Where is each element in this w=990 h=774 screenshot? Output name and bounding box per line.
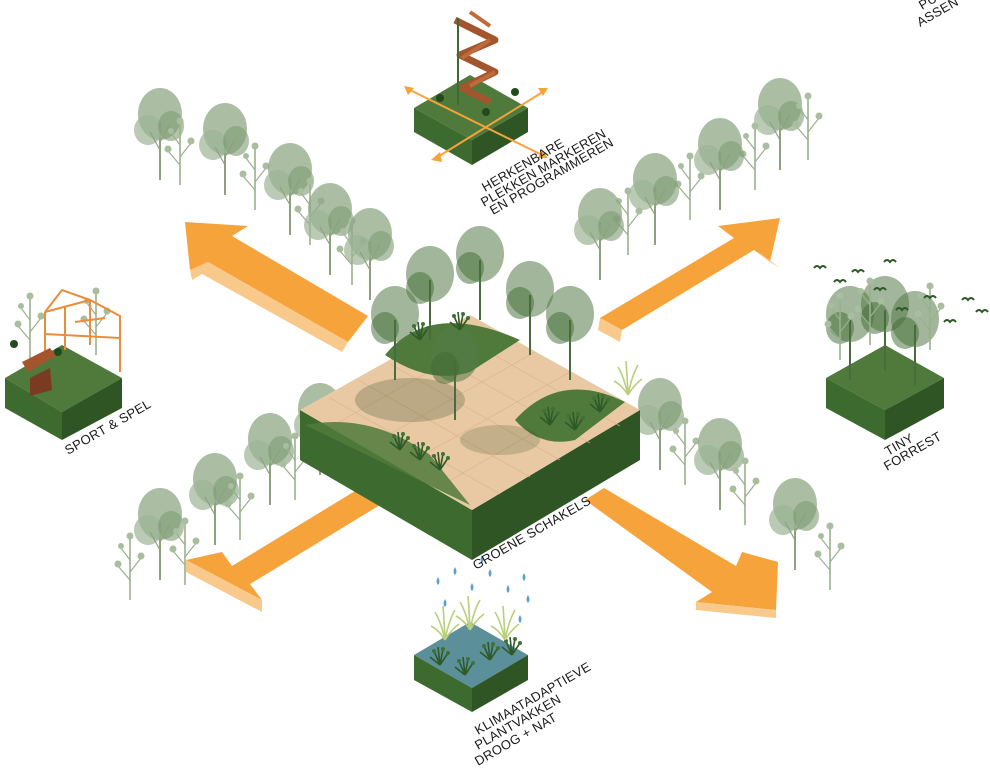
arrow-icon-northeast [598, 218, 780, 342]
sport-frame-icon [44, 288, 121, 372]
central-block [300, 225, 643, 560]
arrow-icon-southwest [186, 488, 380, 612]
right-block [813, 259, 989, 440]
arrow-icon-southeast [585, 488, 778, 618]
left-block [5, 286, 122, 440]
top-block [404, 10, 548, 165]
arrow-icon-northwest [185, 222, 368, 352]
bottom-block [414, 555, 530, 712]
climbing-tower-icon [453, 10, 499, 106]
tree-row-northeast [573, 77, 824, 281]
